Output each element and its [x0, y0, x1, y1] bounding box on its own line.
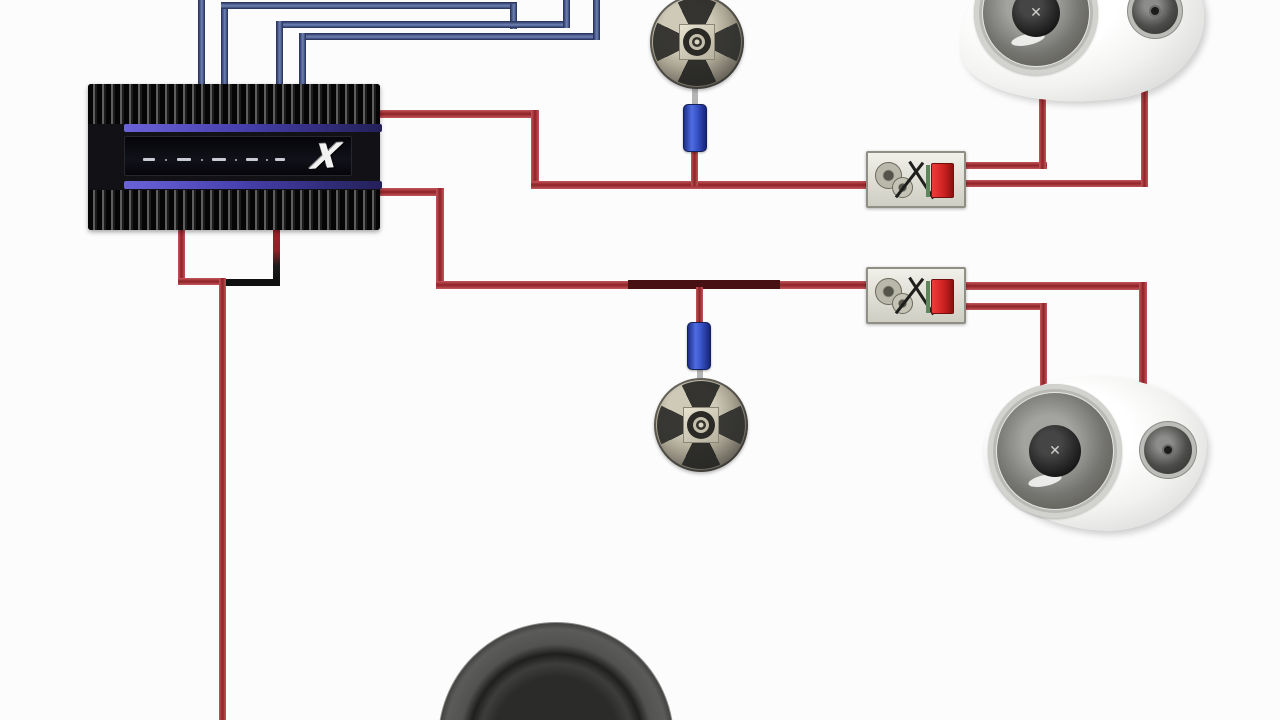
woofer-logo-mark: ✕: [1030, 5, 1042, 21]
rear-output-drop: [436, 188, 444, 287]
tweeter1-bottom-stub: [692, 87, 698, 96]
speaker-woofer: ✕: [988, 384, 1122, 518]
tweeter-front: [650, 0, 744, 89]
woofer-dust-cap: ✕: [1012, 0, 1060, 37]
rear-run-dark-segment: [628, 280, 780, 289]
amp-positive-lead-v: [178, 224, 185, 284]
tweeter-pin: [694, 39, 700, 45]
rear-tweeter-lead: [696, 287, 703, 325]
front-output-stub: [376, 110, 536, 118]
xo2-tweeter-out-h: [963, 282, 1147, 290]
front-run: [531, 181, 872, 189]
bass-blocker-capacitor-rear: [687, 322, 711, 370]
component-speaker-rear: ✕: [978, 368, 1212, 538]
tweeter-rear: [654, 378, 748, 472]
rca-wire-4-riser: [593, 0, 600, 40]
woofer-dust-cap: ✕: [1029, 425, 1081, 477]
xo1-woofer-out-v: [1039, 96, 1046, 169]
rca-wire-1: [198, 0, 205, 88]
crossover-capacitor: [931, 279, 954, 314]
bass-blocker-capacitor-front: [683, 104, 707, 152]
rca-wire-3-horizontal: [276, 21, 570, 28]
amp-heatsink-bottom: [88, 190, 380, 230]
amp-control-marking: [177, 158, 191, 161]
amp-control-marking: [275, 158, 285, 161]
rear-output-stub: [376, 188, 442, 196]
amp-control-marking: [212, 158, 226, 161]
xo2-woofer-out-h: [963, 303, 1047, 310]
crossover-board-edge: [926, 165, 930, 197]
tweeter-center-dot: [1162, 444, 1174, 456]
crossover-capacitor: [931, 163, 954, 198]
front-tweeter-lead: [691, 149, 698, 186]
crossover-front: [866, 151, 966, 208]
xo2-woofer-out-v: [1040, 303, 1047, 388]
amp-control-dot: [201, 159, 203, 161]
amp-brand-logo: X: [308, 136, 344, 178]
rca-wire-4-horizontal: [299, 33, 593, 40]
amp-control-panel: X: [124, 136, 352, 178]
amp-control-marking: [246, 158, 258, 161]
component-speaker-front: ✕: [950, 0, 1212, 115]
rca-wire-3-vertical: [276, 21, 283, 88]
tweeter-pin: [698, 422, 704, 428]
amp-blue-stripe-bottom: [124, 181, 382, 189]
amp-ground-lead-h: [226, 279, 280, 286]
amp-positive-lead-h: [178, 278, 226, 285]
cap2-bottom-stub: [697, 369, 703, 378]
cap1-top-stub: [692, 96, 698, 105]
amp-control-dot: [235, 159, 237, 161]
rca-wire-2-horizontal: [221, 2, 517, 9]
amp-control-dot: [266, 159, 268, 161]
rca-wire-3-riser: [563, 0, 570, 28]
xo1-tweeter-out-h: [963, 180, 1148, 187]
woofer-logo-mark: ✕: [1049, 443, 1061, 459]
amp-heatsink-top: [88, 84, 380, 124]
xo2-tweeter-out-v: [1139, 282, 1147, 404]
amp-blue-stripe-top: [124, 124, 382, 132]
subwoofer-run: [219, 278, 226, 720]
rca-wire-2-vertical: [221, 2, 228, 88]
speaker-tweeter: [1144, 426, 1192, 474]
crossover-rear: [866, 267, 966, 324]
rca-wire-4-vertical: [299, 33, 306, 88]
amp-control-marking: [143, 158, 155, 161]
amp-ground-lead-v: [273, 224, 280, 282]
xo1-tweeter-out-v: [1141, 62, 1148, 187]
front-output-drop: [531, 110, 539, 188]
tweeter-center-dot: [1149, 5, 1161, 17]
crossover-board-edge: [926, 281, 930, 313]
xo1-woofer-out-h: [963, 162, 1047, 169]
amp-control-dot: [165, 159, 167, 161]
rca-wire-2-drop: [510, 4, 517, 29]
amplifier: X: [88, 84, 382, 230]
